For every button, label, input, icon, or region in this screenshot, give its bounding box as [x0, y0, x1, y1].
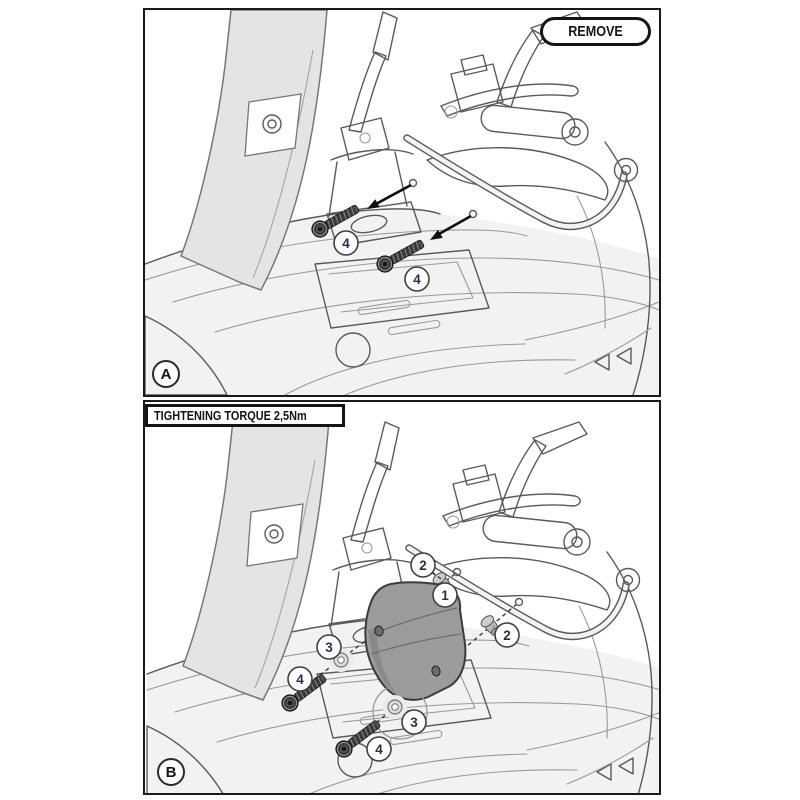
- detail-circle: [372, 684, 428, 740]
- callout-4: 4: [287, 666, 313, 692]
- svg-text:4: 4: [413, 272, 421, 287]
- callout-3: 3: [316, 634, 342, 660]
- callout-leader: [431, 571, 442, 580]
- callout-4: 4: [404, 266, 430, 292]
- tightening-torque-text: TIGHTENING TORQUE 2,5Nm: [154, 408, 307, 423]
- callout-4: 4: [333, 230, 359, 256]
- panel-a-badge: A: [152, 360, 180, 388]
- screw-hole: [408, 178, 418, 188]
- callout-2: 2: [410, 552, 436, 578]
- callout-3: 3: [401, 709, 427, 735]
- svg-text:2: 2: [419, 558, 427, 573]
- panel-b: 2 1 2 3 4 3 4 TIGHTENING TORQUE 2,5Nm B: [143, 400, 661, 795]
- bracket-hole: [431, 665, 441, 677]
- svg-text:4: 4: [296, 672, 304, 687]
- panel-b-badge: B: [157, 758, 185, 786]
- callout-4: 4: [366, 736, 392, 762]
- panel-b-letter: B: [165, 763, 177, 781]
- svg-text:2: 2: [503, 628, 511, 643]
- removal-arrow-icon: [430, 214, 472, 240]
- svg-text:4: 4: [375, 742, 383, 757]
- panel-a-illustration: 4 4: [145, 10, 659, 395]
- remove-label-text: REMOVE: [568, 23, 623, 40]
- removal-arrow-icon: [367, 183, 412, 209]
- remove-label: REMOVE: [539, 17, 651, 46]
- svg-text:3: 3: [325, 640, 333, 655]
- screw-hole: [468, 209, 478, 219]
- mount-hole: [514, 597, 524, 607]
- svg-text:3: 3: [410, 715, 418, 730]
- panel-b-illustration: 2 1 2 3 4 3 4: [145, 402, 659, 793]
- bracket-part-1: [364, 581, 467, 701]
- tightening-torque-label: TIGHTENING TORQUE 2,5Nm: [145, 404, 345, 427]
- mount-hole: [452, 567, 462, 577]
- bracket-hole: [374, 625, 384, 637]
- panel-a: 4 4 REMOVE A: [143, 8, 661, 397]
- svg-text:4: 4: [342, 236, 350, 251]
- callout-1: 1: [432, 582, 458, 608]
- callout-2: 2: [494, 622, 520, 648]
- svg-text:1: 1: [441, 588, 449, 603]
- panel-a-letter: A: [160, 365, 172, 383]
